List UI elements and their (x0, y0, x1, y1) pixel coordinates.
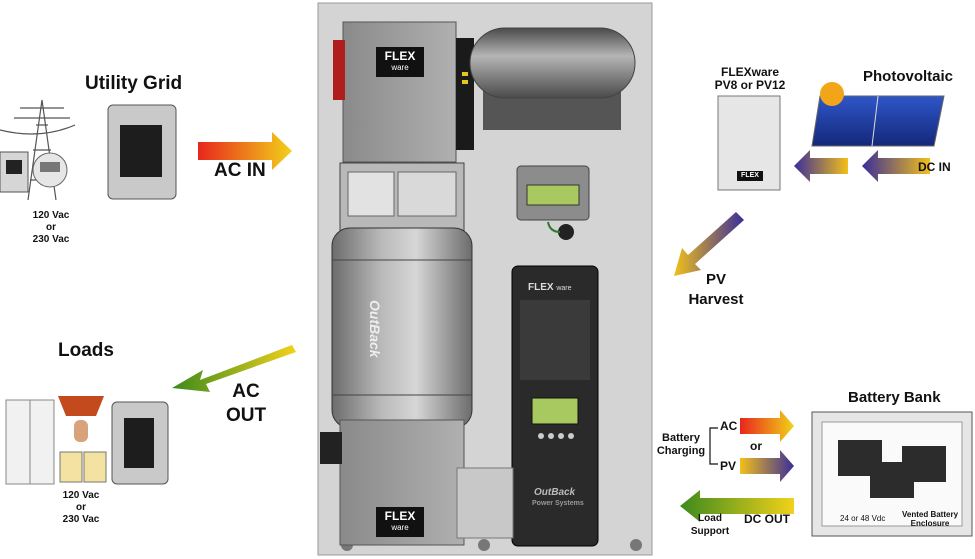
utility-grid-voltage-line2: or (46, 222, 56, 233)
top-right-cylinder (469, 27, 636, 130)
utility-grid-voltage-line3: 230 Vac (32, 234, 70, 245)
flexware-badge-top-brand: FLEX (384, 49, 416, 63)
remote-display (516, 165, 590, 240)
lamp-icon (58, 396, 104, 442)
pv-harvest-line2: Harvest (688, 291, 744, 308)
utility-grid-voltage-line1: 120 Vac (32, 210, 70, 221)
load-support-line2: Support (690, 526, 730, 537)
dc-out-label: DC OUT (744, 512, 790, 526)
ac-out-label: AC OUT (226, 380, 266, 428)
battery-enclosure (811, 411, 973, 537)
loads-voltage: 120 Vac or 230 Vac (56, 490, 106, 526)
controller-sub: Power Systems (532, 500, 584, 507)
inverter (320, 162, 473, 546)
battery-enclosure-line1: Vented Battery (902, 510, 959, 519)
ac-in-arrow (198, 132, 292, 170)
battery-enclosure-label: Vented Battery Enclosure (902, 510, 958, 528)
ac-out-arrow (172, 345, 296, 392)
loads-breaker-panel (111, 401, 169, 485)
refrigerator-icon (5, 399, 55, 485)
controller-logo: OutBack (534, 487, 576, 498)
loads-voltage-line3: 230 Vac (62, 514, 100, 525)
dc-in-label: DC IN (918, 160, 951, 174)
charge-controller (511, 265, 599, 547)
flexware-badge-bottom-sub: ware (391, 523, 409, 532)
battery-bank-title: Battery Bank (848, 389, 941, 406)
load-support-line1: Load (698, 513, 722, 524)
pv-box-badge: FLEX (737, 171, 763, 181)
loads-voltage-line2: or (76, 502, 86, 513)
ac-in-label: AC IN (214, 160, 266, 181)
battery-charging-pv-arrow (740, 450, 794, 482)
pv-harvest-arrow (674, 212, 744, 276)
dc-in-arrow-left (794, 150, 848, 182)
ac-out-line1: AC (232, 381, 260, 402)
pv-box-label: FLEXware PV8 or PV12 (700, 66, 800, 92)
dc-out-arrow (680, 490, 794, 522)
battery-voltage: 24 or 48 Vdc (840, 514, 886, 523)
solar-panel-icon (811, 82, 945, 147)
charging-pv-label: PV (720, 459, 737, 473)
pv-harvest-label: PV Harvest (686, 270, 746, 310)
flexware-badge-top-sub: ware (391, 63, 409, 72)
flexware-badge-bottom: FLEX ware (376, 507, 424, 537)
utility-grid-title: Utility Grid (85, 73, 183, 94)
charge-controller-brand-text: FLEX (528, 282, 554, 293)
inverter-logo: OutBack (367, 300, 383, 358)
ac-out-line2: OUT (226, 405, 267, 426)
pv-box-line1: FLEXware (720, 65, 780, 79)
charge-controller-sub-text: ware (556, 285, 572, 292)
flexware-badge-bottom-brand: FLEX (384, 509, 416, 523)
flexware-top-box (333, 21, 474, 163)
pv-box-line2: PV8 or PV12 (714, 78, 786, 92)
loads-voltage-line1: 120 Vac (62, 490, 100, 501)
battery-charging-line2: Charging (656, 445, 706, 457)
load-support-label: Load Support (688, 512, 732, 538)
flexware-badge-top: FLEX ware (376, 47, 424, 77)
charge-controller-brand: FLEX ware (528, 282, 572, 293)
outlet-icon (59, 451, 107, 483)
electric-meter-icon (0, 151, 68, 193)
battery-charging-label: Battery Charging (654, 432, 708, 458)
charging-bracket (709, 427, 718, 465)
grid-breaker-panel (107, 104, 177, 200)
battery-charging-line1: Battery (662, 432, 700, 444)
dc-in-arrow-right (862, 150, 930, 182)
charging-ac-label: AC (720, 419, 738, 433)
charging-or-label: or (750, 439, 762, 453)
utility-grid-voltage: 120 Vac or 230 Vac (26, 210, 76, 246)
loads-title: Loads (58, 340, 114, 361)
photovoltaic-title: Photovoltaic (863, 68, 954, 85)
pv-harvest-line1: PV (705, 271, 726, 288)
dc-breaker-box (456, 467, 514, 539)
battery-charging-ac-arrow (740, 410, 794, 442)
battery-enclosure-line2: Enclosure (910, 519, 950, 528)
